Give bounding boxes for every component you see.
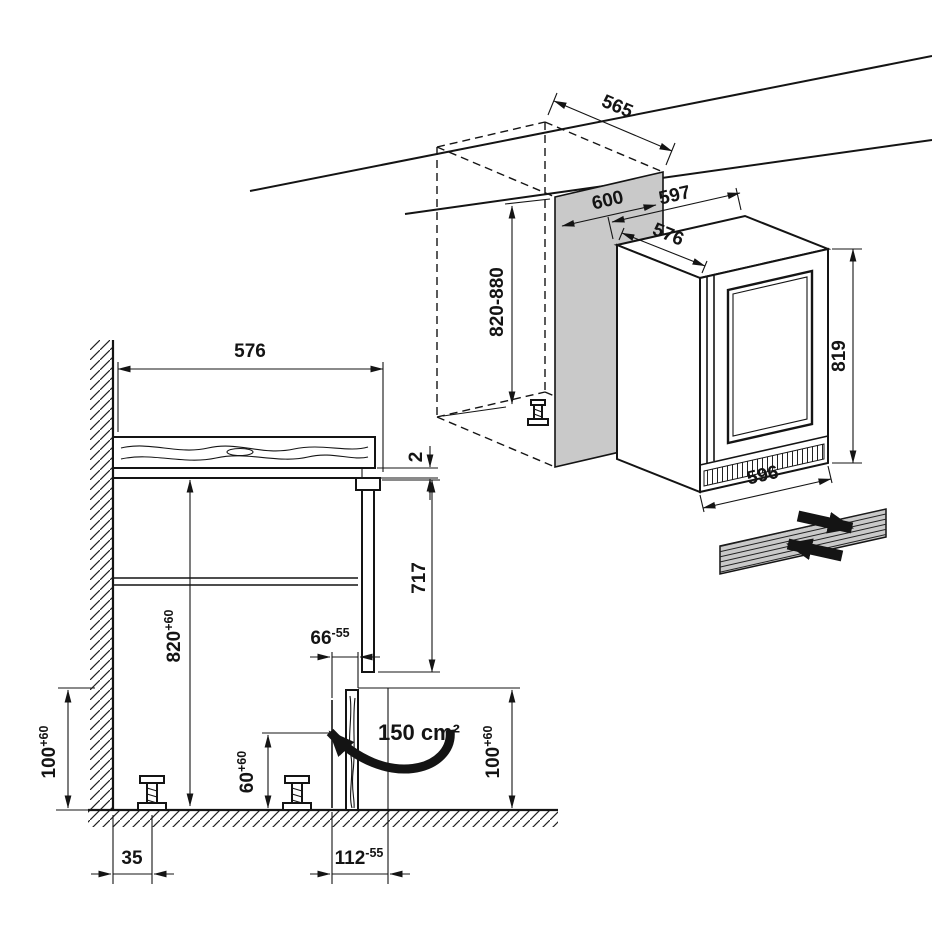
worktop-section bbox=[112, 436, 376, 479]
door-glass-outer bbox=[726, 269, 814, 445]
label-niche-height: 820-880 bbox=[487, 267, 508, 337]
dim-top-gap: 2 bbox=[366, 446, 438, 500]
door-glass-inner bbox=[732, 276, 808, 437]
label-appliance-height: 819 bbox=[829, 340, 850, 372]
label-wall-offset: 35 bbox=[121, 848, 143, 869]
dim-plinth-recess: 112-55 bbox=[310, 812, 410, 884]
dim-left-base-height: 100+60 bbox=[37, 689, 88, 811]
dim-worktop-depth: 576 bbox=[117, 341, 384, 472]
floor bbox=[88, 808, 558, 827]
leveling-foot-right bbox=[282, 775, 312, 811]
plinth-vent-grille bbox=[719, 508, 887, 575]
label-recess-gap: 66-55 bbox=[310, 626, 349, 649]
label-left-base-height: 100+60 bbox=[37, 726, 60, 779]
iso-view: 565 600 820-880 bbox=[249, 55, 932, 575]
appliance-front-face bbox=[699, 247, 829, 494]
label-vent-gap: 60+60 bbox=[235, 751, 258, 793]
dim-wall-offset: 35 bbox=[91, 815, 174, 884]
section-view: 576 2 717 820+60 bbox=[37, 340, 558, 884]
dim-appliance-depth: 576 bbox=[618, 219, 708, 274]
dim-right-base-height: 100+60 bbox=[481, 689, 516, 809]
label-door-height: 717 bbox=[409, 562, 430, 594]
label-top-gap: 2 bbox=[406, 452, 427, 463]
interior-shelf-line bbox=[113, 577, 358, 586]
dim-appliance-height: 819 bbox=[829, 248, 862, 464]
label-worktop-depth: 576 bbox=[234, 341, 266, 362]
dim-door-height: 717 bbox=[378, 479, 440, 673]
dim-niche-height-section: 820+60 bbox=[162, 479, 194, 807]
appliance-iso bbox=[613, 214, 832, 494]
label-right-base-height: 100+60 bbox=[481, 726, 504, 779]
niche-leveling-foot bbox=[527, 399, 549, 426]
door-handle-strip bbox=[706, 275, 715, 463]
door-section bbox=[355, 477, 381, 673]
label-niche-height-section: 820+60 bbox=[162, 610, 185, 663]
dim-niche-height: 820-880 bbox=[442, 198, 551, 417]
dim-vent-gap: 60+60 bbox=[235, 734, 272, 809]
leveling-foot-left bbox=[137, 775, 167, 811]
label-niche-depth: 565 bbox=[598, 91, 636, 123]
airflow-curved-arrow bbox=[326, 728, 455, 774]
dim-recess-gap: 66-55 bbox=[310, 626, 380, 698]
appliance-side-face bbox=[616, 243, 701, 494]
wall bbox=[90, 340, 115, 810]
airflow-out-arrow bbox=[796, 510, 854, 534]
niche-dashed-outline bbox=[436, 121, 664, 468]
label-plinth-recess: 112-55 bbox=[335, 846, 384, 869]
airflow-in-arrow bbox=[786, 538, 844, 562]
